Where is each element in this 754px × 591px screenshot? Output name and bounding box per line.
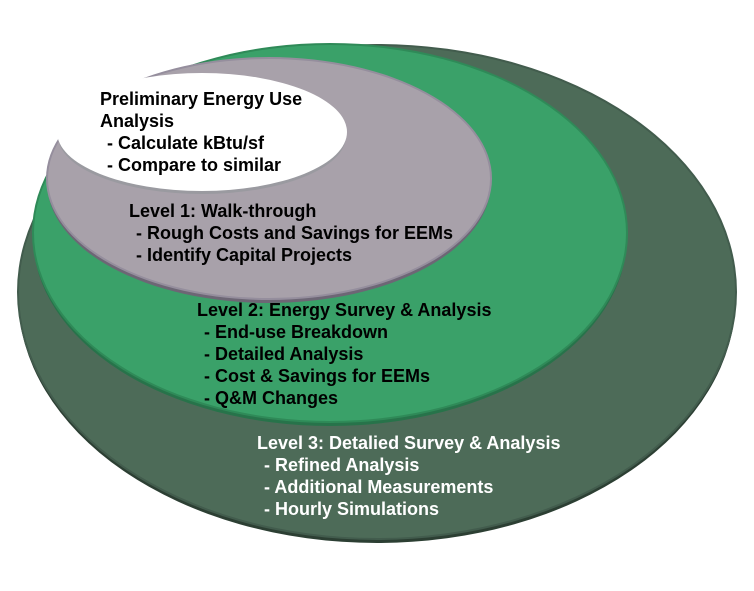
preliminary-item: - Calculate kBtu/sf [107, 133, 265, 153]
level-1-item: - Rough Costs and Savings for EEMs [136, 223, 454, 243]
preliminary-title: Preliminary Energy Use Analysis [100, 89, 303, 131]
level-2-text-block: Level 2: Energy Survey & Analysis - End-… [197, 299, 537, 409]
level-3-item: - Hourly Simulations [264, 499, 440, 519]
level-3-item: - Refined Analysis [264, 455, 420, 475]
level-2-title: Level 2: Energy Survey & Analysis [197, 300, 492, 320]
level-3-item: - Additional Measurements [264, 477, 494, 497]
level-2-item: - Q&M Changes [204, 388, 339, 408]
preliminary-item: - Compare to similar [107, 155, 282, 175]
level-3-title: Level 3: Detalied Survey & Analysis [257, 433, 561, 453]
level-3-text-block: Level 3: Detalied Survey & Analysis - Re… [257, 432, 627, 520]
preliminary-text-block: Preliminary Energy Use Analysis - Calcul… [100, 88, 322, 176]
level-2-item: - Detailed Analysis [204, 344, 364, 364]
level-1-item: - Identify Capital Projects [136, 245, 353, 265]
level-1-title: Level 1: Walk-through [129, 201, 317, 221]
preliminary-ellipse [57, 73, 347, 191]
level-1-text-block: Level 1: Walk-through - Rough Costs and … [129, 200, 489, 266]
level-2-item: - Cost & Savings for EEMs [204, 366, 431, 386]
level-2-item: - End-use Breakdown [204, 322, 389, 342]
